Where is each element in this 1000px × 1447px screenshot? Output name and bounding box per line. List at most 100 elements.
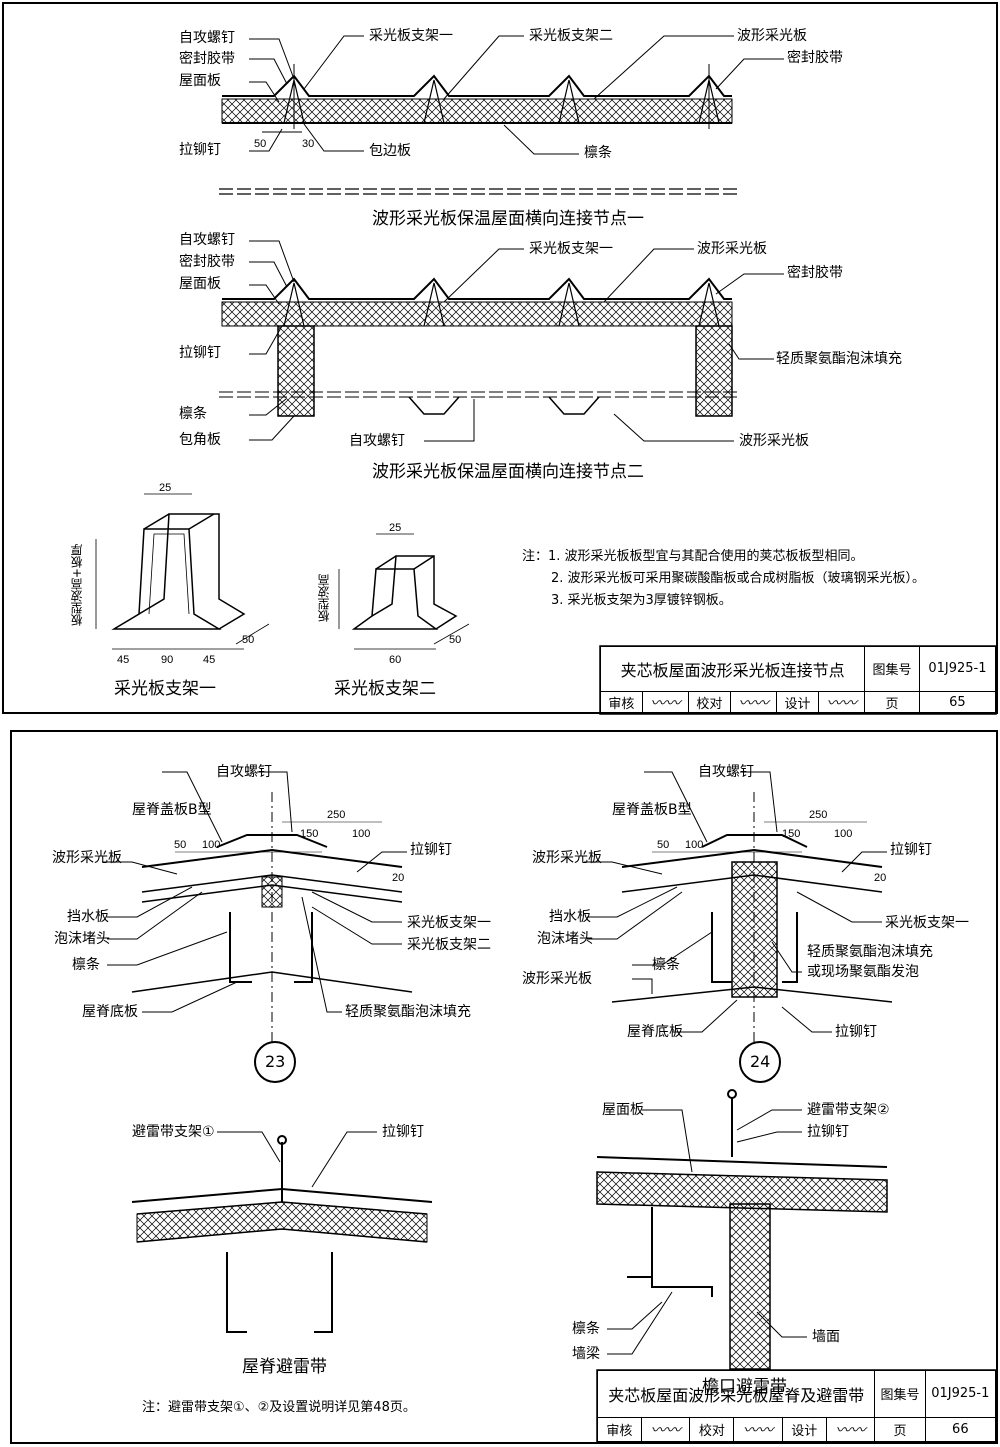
d23-bracket1-label: 采光板支架一: [407, 915, 491, 931]
n2-bracket1-label: 采光板支架一: [529, 241, 613, 257]
n1-seal-r-label: 密封胶带: [787, 50, 843, 66]
eave-purlin-label: 檩条: [572, 1321, 600, 1337]
note-2: 2. 波形采光板可采用聚碳酸酯板或合成树脂板（玻璃钢采光板）。: [551, 571, 926, 586]
note-3: 3. 采光板支架为3厚镀锌钢板。: [551, 593, 732, 608]
tb2-check-signature: 〰〰: [733, 1416, 783, 1443]
node2-title: 波形采光板保温屋面横向连接节点二: [372, 462, 644, 482]
n2-foam-label: 轻质聚氨酯泡沫填充: [776, 351, 902, 367]
n2-seal-r-label: 密封胶带: [787, 265, 843, 281]
note-1: 注：1. 波形采光板板型宜与其配合使用的荚芯板板型相同。: [522, 549, 864, 564]
d24-rivet2-label: 拉铆钉: [835, 1024, 877, 1040]
tb2-title: 夹芯板屋面波形采光板屋脊及避雷带: [596, 1370, 876, 1418]
n1-seal-label: 密封胶带: [179, 51, 235, 67]
bracket1-dim-w3: 45: [203, 654, 216, 666]
n2-seal-label: 密封胶带: [179, 254, 235, 270]
tb1-page-label: 页: [864, 690, 920, 715]
node1-drawing: [219, 35, 784, 195]
d24-purlin-label: 檩条: [652, 957, 680, 973]
tb1-review-signature: 〰〰: [641, 690, 690, 715]
n1-dim-50: 50: [254, 138, 267, 150]
tb1-check-signature: 〰〰: [729, 690, 778, 715]
d24-wave2-label: 波形采光板: [522, 971, 592, 987]
tb2-review-signature: 〰〰: [640, 1416, 691, 1443]
ridge-rivet-label: 拉铆钉: [382, 1124, 424, 1140]
sheet2-note: 注：避雷带支架①、②及设置说明详见第48页。: [142, 1400, 416, 1415]
d24-number: 24: [750, 1052, 771, 1071]
tb1-title: 夹芯板屋面波形采光板连接节点: [599, 646, 866, 692]
n2-rivet-label: 拉铆钉: [179, 345, 221, 361]
n1-screw-label: 自攻螺钉: [179, 30, 235, 46]
tb2-atlas-label: 图集号: [874, 1370, 926, 1418]
d23-cap-label: 屋脊盖板B型: [132, 802, 212, 818]
n2-wave-b-label: 波形采光板: [739, 433, 809, 449]
d23-dim-100b: 100: [352, 828, 371, 840]
d24-dim-20: 20: [874, 872, 887, 884]
d23-number: 23: [265, 1052, 286, 1071]
d23-rivet-label: 拉铆钉: [410, 842, 452, 858]
d24-wave-label: 波形采光板: [532, 850, 602, 866]
d23-ridgebase-label: 屋脊底板: [82, 1004, 138, 1020]
tb1-design-signature: 〰〰: [817, 690, 866, 715]
n1-rivet-label: 拉铆钉: [179, 142, 221, 158]
d24-dim-150: 150: [782, 828, 801, 840]
d24-stop-label: 挡水板: [549, 909, 591, 925]
bracket1-dim-depth: 50: [242, 634, 255, 646]
tb1-atlas: 01J925-1: [918, 646, 997, 692]
node1-title: 波形采光板保温屋面横向连接节点一: [372, 209, 644, 229]
d23-bracket2-label: 采光板支架二: [407, 937, 491, 953]
eave-support-label: 避雷带支架②: [807, 1102, 890, 1118]
d24-screw-label: 自攻螺钉: [698, 764, 754, 780]
tb2-design-label: 设计: [781, 1416, 827, 1443]
ridge-caption: 屋脊避雷带: [242, 1357, 327, 1377]
d23-drawing: [102, 771, 413, 1083]
sheet-page-66: 自攻螺钉 屋脊盖板B型 波形采光板 挡水板 泡沫堵头 檩条 屋脊底板 拉铆钉 采…: [10, 730, 998, 1444]
d23-dim-150: 150: [300, 828, 319, 840]
d24-foam1-label: 轻质聚氨酯泡沫填充: [807, 944, 933, 960]
d24-ridgebase-label: 屋脊底板: [627, 1024, 683, 1040]
n2-screw-b-label: 自攻螺钉: [349, 433, 405, 449]
tb1-check-label: 校对: [688, 690, 731, 715]
n1-purlin-label: 檩条: [584, 145, 612, 161]
sheet2-drawing: [102, 771, 997, 1443]
d23-foamplug-label: 泡沫堵头: [54, 931, 110, 947]
d24-drawing: [584, 771, 893, 1083]
tb2-page-label: 页: [874, 1416, 926, 1443]
n2-purlin-label: 檩条: [179, 406, 207, 422]
bracket1-dim-w2: 90: [161, 654, 174, 666]
tb2-review-label: 审核: [597, 1416, 642, 1443]
bracket1-dim-w1: 45: [117, 654, 130, 666]
sheet1-titleblock: 夹芯板屋面波形采光板连接节点 图集号 01J925-1 审核 〰〰 校对 〰〰 …: [599, 646, 997, 715]
bracket1-drawing: [95, 493, 270, 650]
d23-stop-label: 挡水板: [67, 909, 109, 925]
eave-roof-label: 屋面板: [602, 1102, 644, 1118]
bracket2-caption: 采光板支架二: [334, 679, 436, 699]
bracket2-dim-height: 板型波高: [317, 574, 331, 622]
d23-foam-label: 轻质聚氨酯泡沫填充: [345, 1004, 471, 1020]
ridge-lightning-drawing: [131, 1131, 433, 1333]
n1-roof-label: 屋面板: [179, 73, 221, 89]
d24-dim-100b: 100: [834, 828, 853, 840]
bracket2-dim-w: 60: [389, 654, 402, 666]
sheet2-titleblock: 夹芯板屋面波形采光板屋脊及避雷带 图集号 01J925-1 审核 〰〰 校对 〰…: [596, 1370, 997, 1443]
n1-bracket2-label: 采光板支架二: [529, 28, 613, 44]
bracket1-dim-top: 25: [159, 482, 172, 494]
d24-cap-label: 屋脊盖板B型: [612, 802, 692, 818]
d24-dim-250: 250: [809, 809, 828, 821]
tb1-review-label: 审核: [600, 690, 643, 715]
tb2-page: 66: [924, 1416, 997, 1443]
n2-roof-label: 屋面板: [179, 276, 221, 292]
bracket1-caption: 采光板支架一: [114, 679, 216, 699]
tb2-check-label: 校对: [689, 1416, 735, 1443]
tb1-page: 65: [918, 690, 997, 715]
d23-dim-250: 250: [327, 809, 346, 821]
d24-foam2-label: 或现场聚氨酯发泡: [807, 964, 919, 980]
sheet-page-65: 自攻螺钉 密封胶带 屋面板 拉铆钉 采光板支架一 采光板支架二 波形采光板 密封…: [2, 2, 998, 715]
node2-drawing: [219, 240, 784, 442]
eave-lightning-drawing: [596, 1089, 888, 1370]
d24-dim-100: 100: [685, 839, 704, 851]
d24-bracket1-label: 采光板支架一: [885, 915, 969, 931]
tb1-atlas-label: 图集号: [864, 646, 920, 692]
sheet1-drawing: [95, 35, 997, 715]
d23-dim-20: 20: [392, 872, 405, 884]
eave-wall-label: 墙面: [812, 1329, 840, 1345]
